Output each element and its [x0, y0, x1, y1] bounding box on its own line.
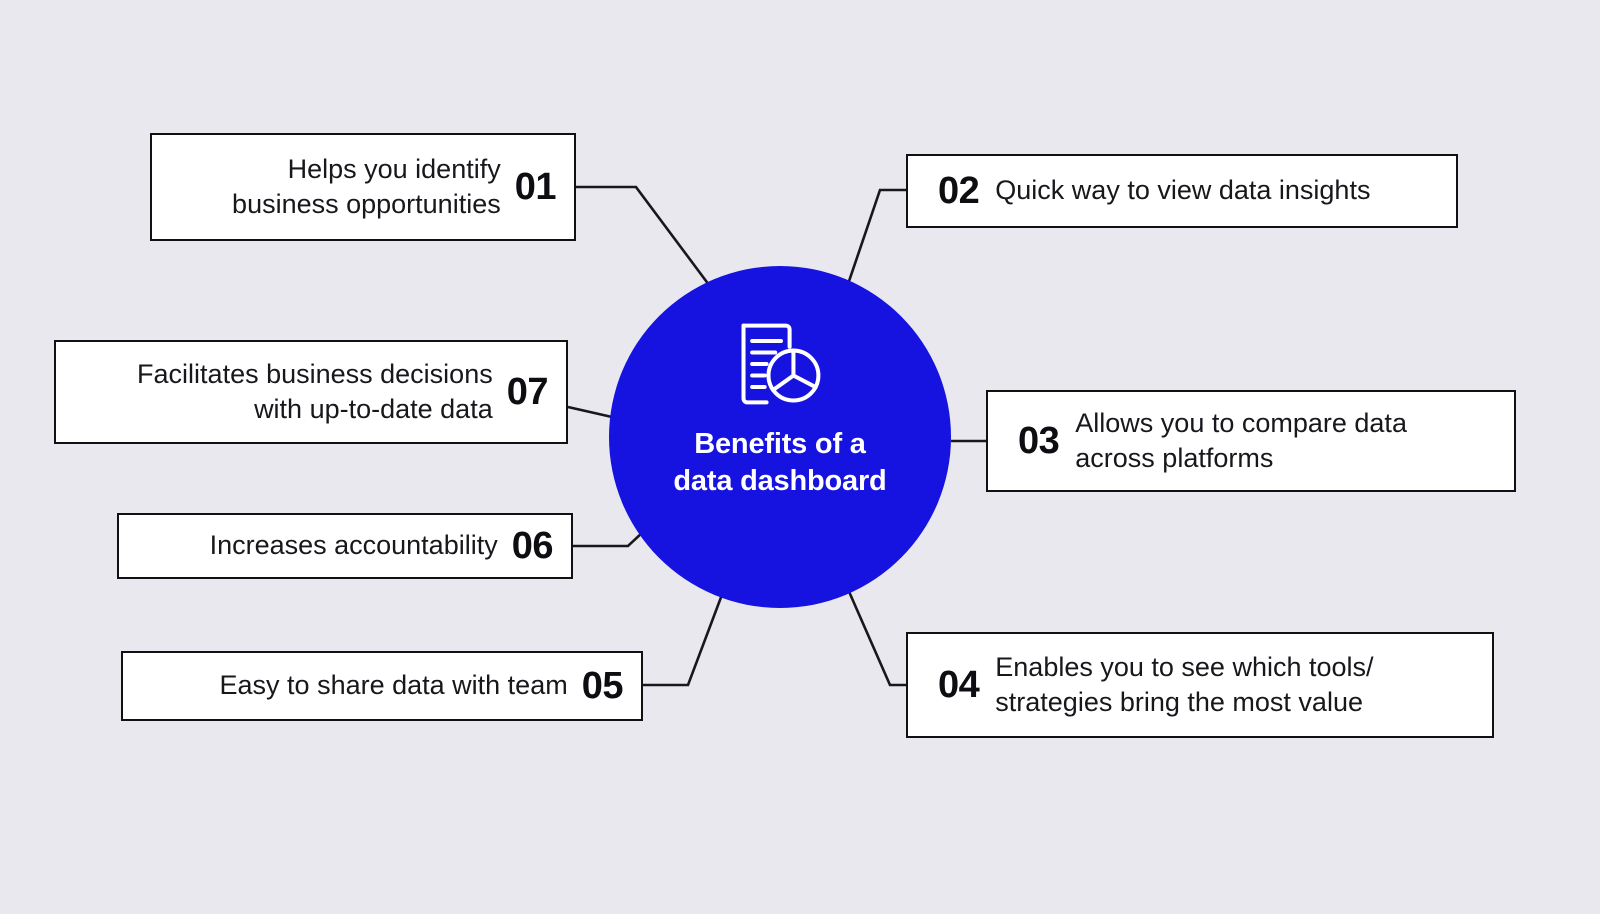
benefit-number-06: 06: [511, 525, 554, 567]
benefit-text-line: Easy to share data with team: [219, 670, 568, 701]
benefit-text-05: Easy to share data with team: [220, 668, 568, 703]
benefit-text-line: with up-to-date data: [254, 394, 493, 424]
benefit-text-07: Facilitates business decisions with up-t…: [137, 357, 493, 427]
benefit-text-02: Quick way to view data insights: [995, 173, 1370, 208]
center-title-line: Benefits of a: [694, 428, 866, 460]
benefit-box-05[interactable]: Easy to share data with team 05: [121, 651, 643, 721]
benefit-number-05: 05: [581, 665, 624, 707]
benefit-number-01: 01: [514, 166, 557, 208]
benefit-box-04[interactable]: 04 Enables you to see which tools/ strat…: [906, 632, 1494, 738]
benefit-text-line: Enables you to see which tools/: [995, 651, 1374, 682]
benefit-box-03[interactable]: 03 Allows you to compare data across pla…: [986, 390, 1516, 492]
benefit-text-line: business opportunities: [232, 189, 501, 219]
benefit-box-07[interactable]: Facilitates business decisions with up-t…: [54, 340, 568, 444]
benefit-number-04: 04: [938, 664, 980, 706]
benefit-text-line: Quick way to view data insights: [995, 175, 1371, 206]
connector-05: [643, 583, 728, 687]
center-hub: Benefits of a data dashboard: [609, 266, 951, 608]
benefit-text-line: Increases accountability: [209, 530, 498, 561]
connector-01: [576, 185, 717, 294]
connector-02: [843, 188, 906, 294]
benefit-number-07: 07: [506, 371, 549, 413]
benefit-number-02: 02: [938, 170, 980, 212]
benefit-text-01: Helps you identify business opportunitie…: [232, 152, 501, 222]
benefit-text-line: Allows you to compare data: [1075, 407, 1407, 438]
benefit-box-02[interactable]: 02 Quick way to view data insights: [906, 154, 1458, 228]
benefit-box-06[interactable]: Increases accountability 06: [117, 513, 573, 579]
benefit-text-line: Facilitates business decisions: [137, 358, 493, 389]
center-title: Benefits of a data dashboard: [673, 426, 886, 500]
benefit-box-01[interactable]: Helps you identify business opportunitie…: [150, 133, 576, 241]
benefit-text-03: Allows you to compare data across platfo…: [1075, 406, 1407, 476]
center-title-line: data dashboard: [673, 465, 887, 498]
benefit-text-04: Enables you to see which tools/ strategi…: [995, 650, 1373, 720]
benefit-number-03: 03: [1018, 420, 1060, 462]
benefit-text-line: Helps you identify: [287, 153, 501, 184]
benefit-text-line: across platforms: [1075, 443, 1274, 473]
connector-07: [567, 405, 613, 419]
benefit-text-line: strategies bring the most value: [995, 687, 1363, 717]
connector-04: [845, 586, 906, 687]
benefit-text-06: Increases accountability: [210, 528, 498, 563]
document-pie-chart-icon: [741, 323, 821, 405]
